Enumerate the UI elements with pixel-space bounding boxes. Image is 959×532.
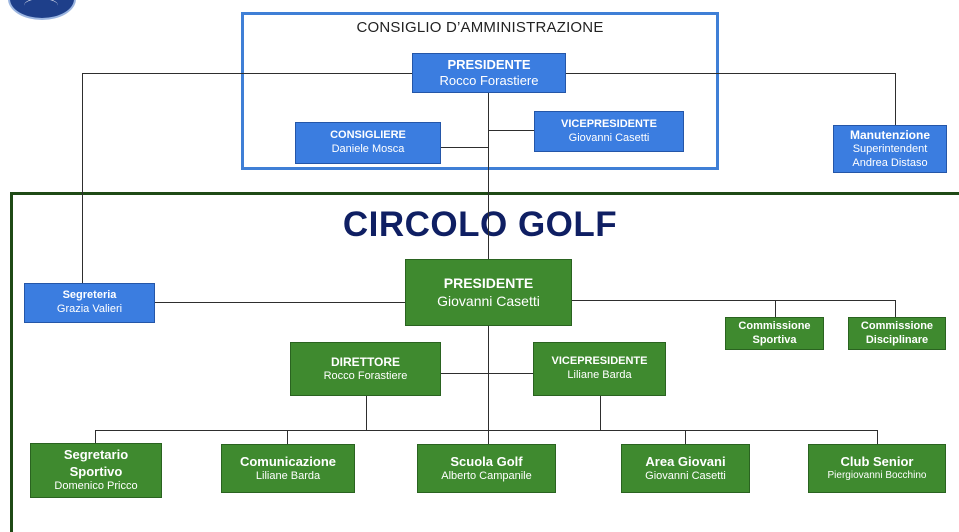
box-line1: Segretario — [63, 447, 129, 463]
cda-title: CONSIGLIO D’AMMINISTRAZIONE — [356, 19, 604, 36]
segretario-sportivo-box: Segretario Sportivo Domenico Pricco — [30, 443, 162, 498]
connector — [488, 326, 489, 444]
connector — [366, 396, 367, 430]
connector — [95, 430, 96, 443]
box-name: Giovanni Casetti — [645, 469, 726, 482]
connector — [566, 73, 896, 74]
connector — [572, 300, 895, 301]
box-title: DIRETTORE — [330, 354, 401, 369]
connector — [895, 300, 896, 317]
connector — [488, 93, 489, 259]
cda-frame — [241, 12, 719, 170]
box-line1: Commissione — [860, 319, 934, 332]
connector — [877, 430, 878, 444]
box-role: Superintendent — [852, 142, 928, 155]
connector — [685, 430, 686, 444]
circolo-title: CIRCOLO GOLF — [342, 205, 618, 244]
box-name: Grazia Valieri — [56, 303, 123, 315]
connector — [82, 73, 83, 283]
box-name: Alberto Campanile — [441, 469, 532, 482]
connector — [488, 130, 534, 131]
box-line2: Sportivo — [69, 463, 123, 479]
box-name: Daniele Mosca — [331, 143, 405, 155]
comunicazione-box: Comunicazione Liliane Barda — [221, 444, 355, 493]
connector — [600, 396, 601, 430]
box-name: Liliane Barda — [567, 369, 632, 381]
box-title: Scuola Golf — [450, 453, 523, 469]
box-name: Liliane Barda — [255, 469, 321, 482]
box-title: Club Senior — [840, 454, 914, 470]
box-line2: Sportiva — [752, 333, 797, 346]
scuola-golf-box: Scuola Golf Alberto Campanile — [417, 444, 556, 493]
connector — [155, 302, 405, 303]
box-title: VICEPRESIDENTE — [551, 355, 648, 368]
direttore-box: DIRETTORE Rocco Forastiere — [290, 342, 441, 396]
box-name: Domenico Pricco — [54, 479, 138, 492]
connector — [775, 300, 776, 317]
cda-presidente-box: PRESIDENTE Rocco Forastiere — [412, 53, 566, 93]
box-name: Andrea Distaso — [852, 156, 928, 169]
box-name: Giovanni Casetti — [437, 292, 540, 309]
box-title: PRESIDENTE — [447, 56, 531, 72]
box-title: Manutenzione — [850, 127, 930, 142]
connector — [95, 430, 877, 431]
box-title: VICEPRESIDENTE — [561, 117, 657, 130]
connector — [895, 73, 896, 125]
connector — [441, 147, 488, 148]
circolo-frame — [10, 192, 959, 532]
club-senior-box: Club Senior Piergiovanni Bocchino — [808, 444, 946, 493]
connector — [82, 73, 412, 74]
box-line2: Disciplinare — [865, 333, 929, 346]
box-name: Piergiovanni Bocchino — [827, 470, 927, 482]
cda-vicepresidente-box: VICEPRESIDENTE Giovanni Casetti — [534, 111, 684, 152]
cda-consigliere-box: CONSIGLIERE Daniele Mosca — [295, 122, 441, 164]
connector — [287, 430, 288, 444]
box-title: CONSIGLIERE — [330, 129, 406, 142]
box-title: PRESIDENTE — [443, 275, 534, 291]
circolo-presidente-box: PRESIDENTE Giovanni Casetti — [405, 259, 572, 326]
box-line1: Commissione — [738, 319, 811, 332]
segreteria-box: Segreteria Grazia Valieri — [24, 283, 155, 323]
connector — [441, 373, 533, 374]
org-chart: CONSIGLIO D’AMMINISTRAZIONE CIRCOLO GOLF… — [8, 0, 959, 532]
golf-club-logo-icon — [8, 0, 76, 20]
box-title: Area Giovani — [645, 453, 726, 469]
area-giovani-box: Area Giovani Giovanni Casetti — [621, 444, 750, 493]
box-title: Comunicazione — [239, 453, 337, 469]
box-name: Rocco Forastiere — [439, 73, 539, 88]
box-name: Giovanni Casetti — [568, 131, 650, 144]
commissione-disciplinare-box: Commissione Disciplinare — [848, 317, 946, 350]
box-title: Segreteria — [62, 289, 117, 302]
circolo-vicepresidente-box: VICEPRESIDENTE Liliane Barda — [533, 342, 666, 396]
commissione-sportiva-box: Commissione Sportiva — [725, 317, 824, 350]
manutenzione-box: Manutenzione Superintendent Andrea Dista… — [833, 125, 947, 173]
box-name: Rocco Forastiere — [323, 369, 408, 382]
